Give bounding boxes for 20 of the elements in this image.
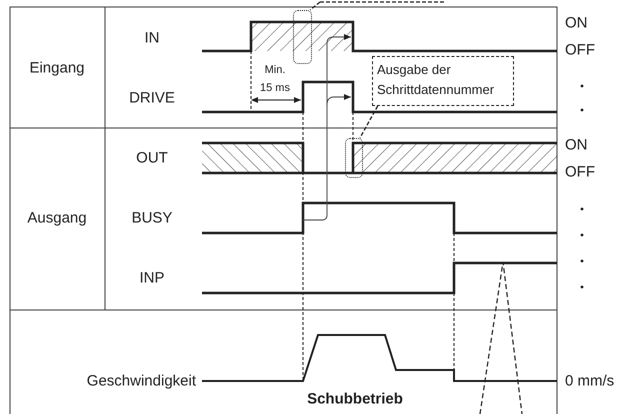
highlight-marker	[293, 10, 312, 64]
duration-label: Min. 15 ms	[259, 63, 291, 96]
value-label: 0 mm/s	[565, 372, 614, 390]
state-label: ON	[565, 136, 588, 154]
signal-name: OUT	[136, 150, 168, 166]
mode-label: Schubbetrieb	[307, 390, 403, 408]
state-label: OFF	[565, 164, 595, 180]
signal-name: DRIVE	[129, 90, 175, 106]
highlight-marker	[345, 138, 363, 178]
callout-box: Ausgabe der Schrittdatennummer	[372, 56, 514, 106]
group-label: Eingang	[29, 60, 85, 76]
signal-name: Geschwindigkeit	[86, 372, 196, 390]
signal-name: INP	[140, 270, 164, 286]
signal-name: BUSY	[132, 210, 172, 226]
leader-line	[310, 2, 320, 10]
signal-name: IN	[144, 30, 160, 46]
state-label: OFF	[565, 42, 595, 58]
group-label: Ausgang	[27, 210, 87, 226]
leader-line	[359, 106, 378, 138]
state-label: ON	[565, 14, 588, 32]
